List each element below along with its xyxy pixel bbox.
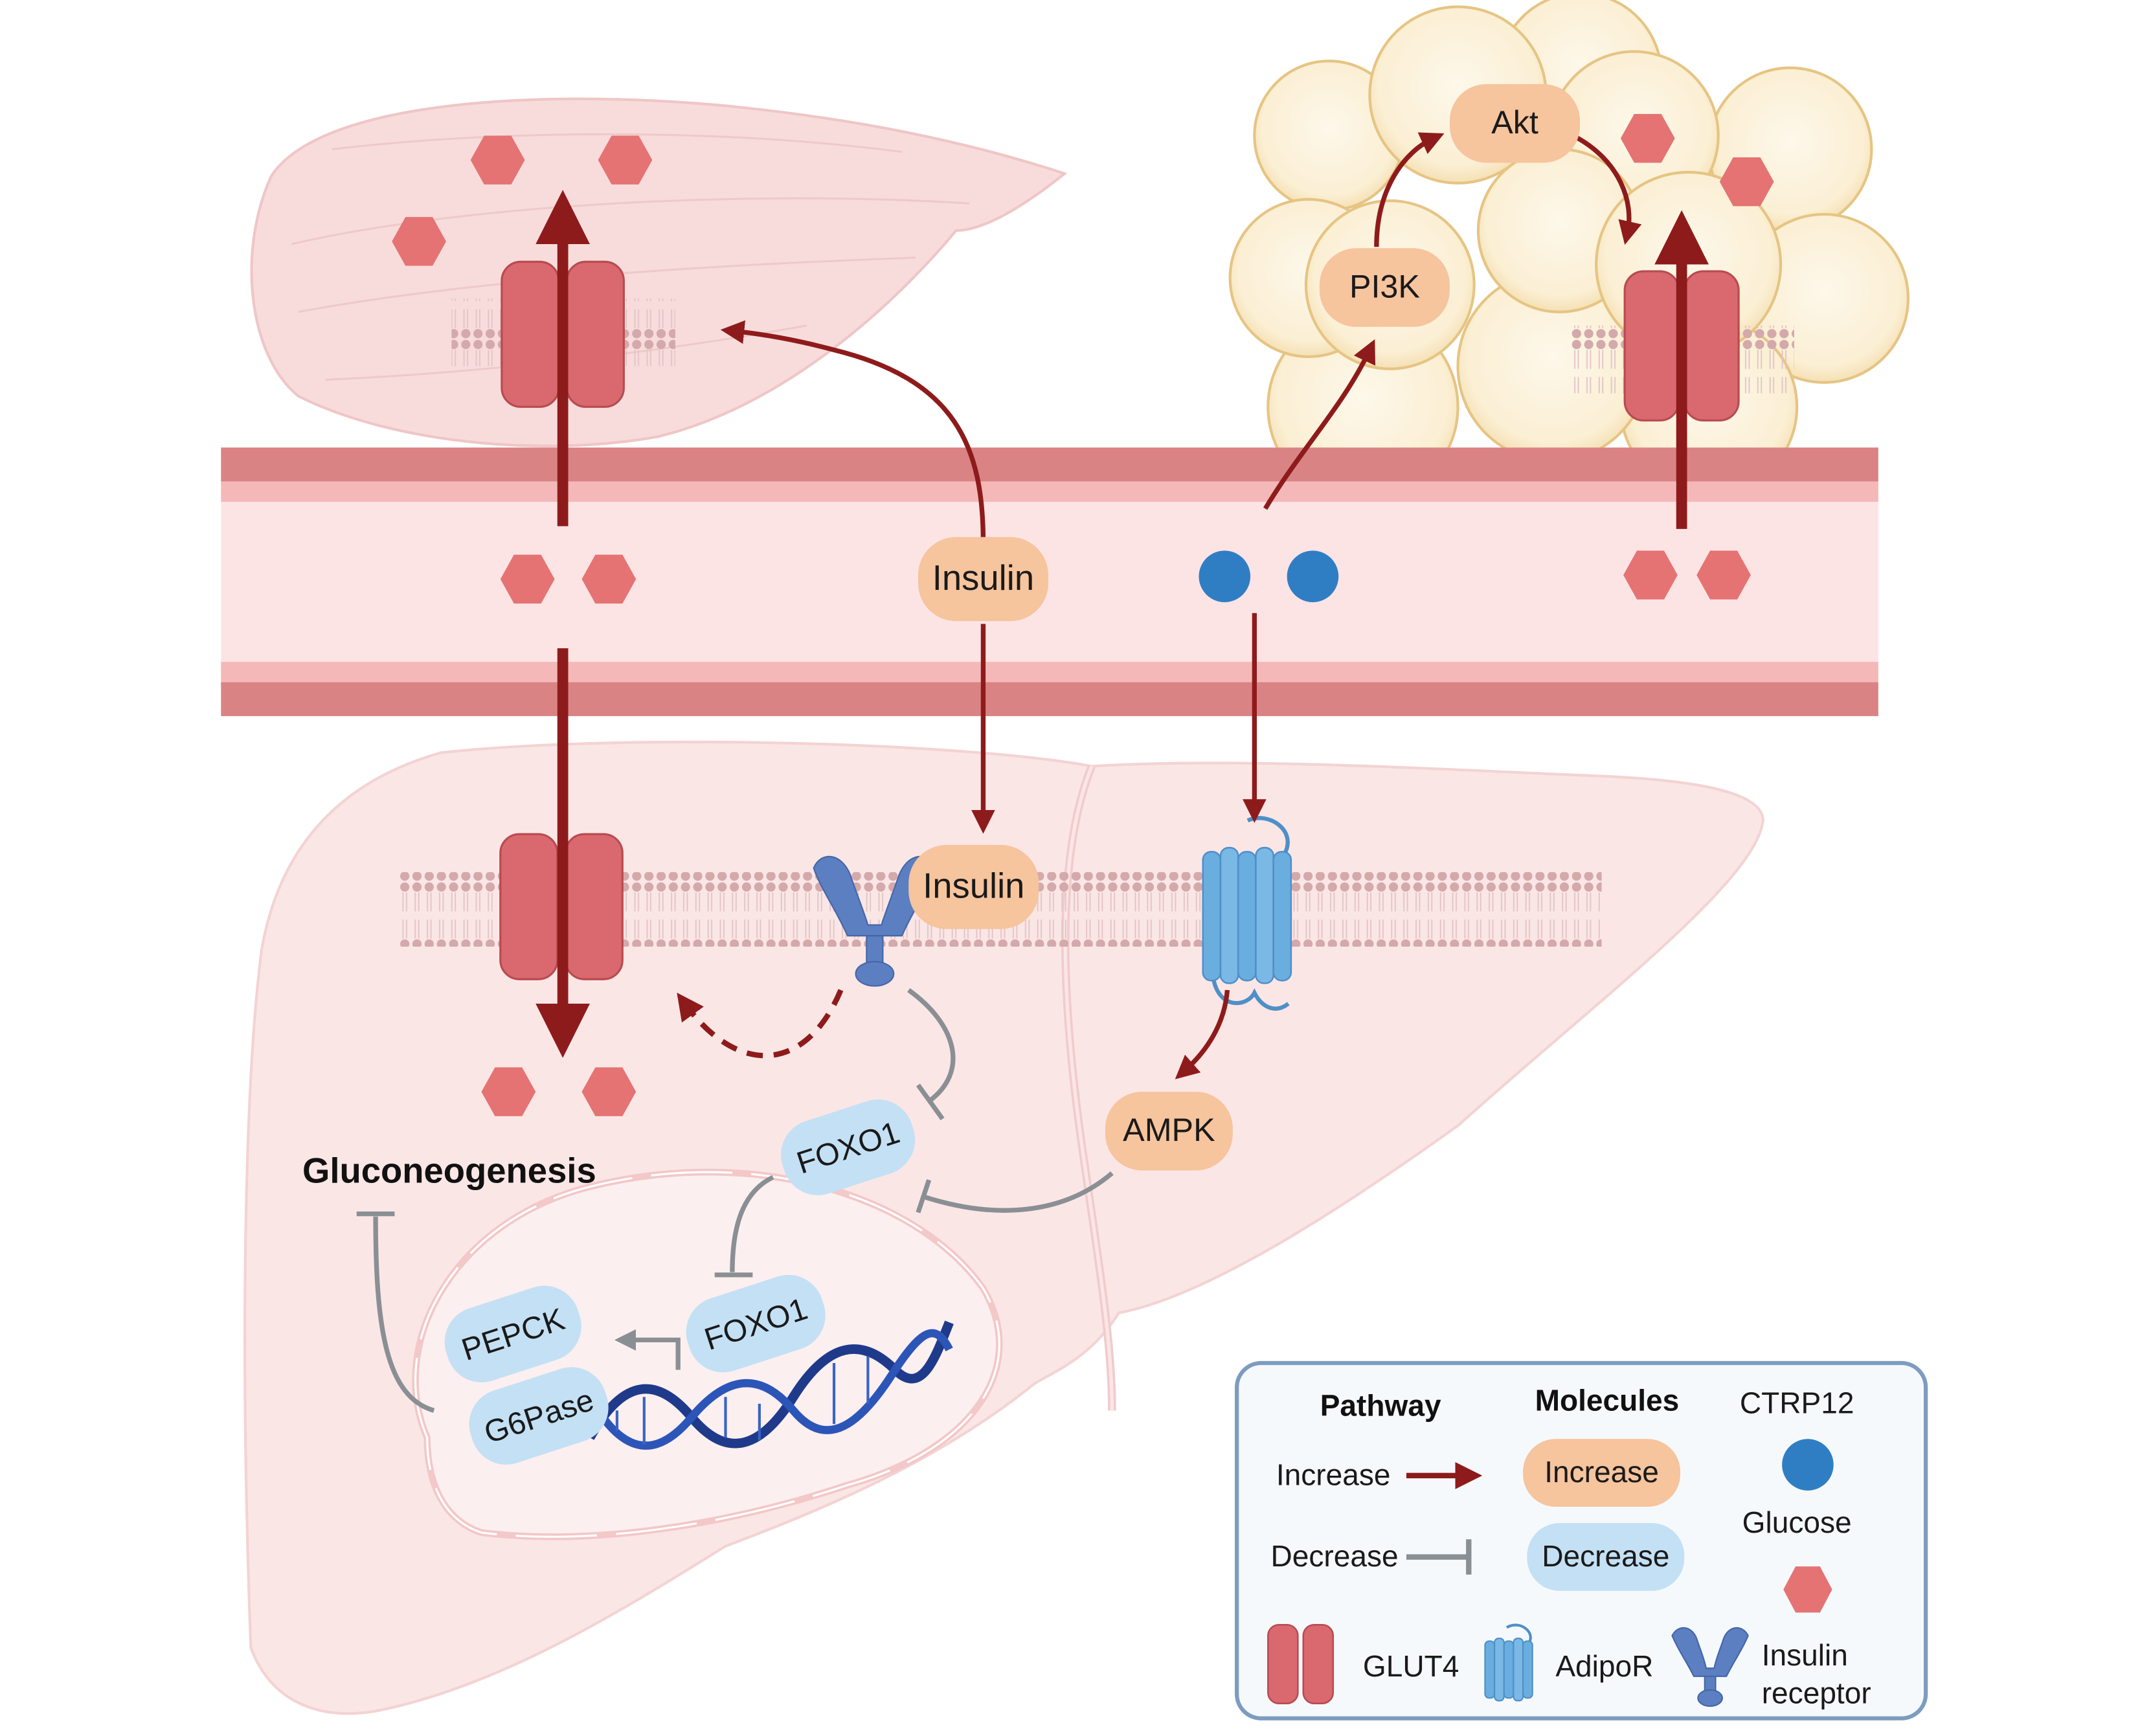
akt-label: Akt xyxy=(1491,104,1538,141)
inhibit-gluconeogenesis xyxy=(356,1211,435,1413)
legend-pathway-title: Pathway xyxy=(1320,1389,1441,1423)
pepck-pill: PEPCK xyxy=(444,1285,581,1382)
akt-pill: Akt xyxy=(1449,84,1581,163)
insulin-receptor xyxy=(813,855,937,987)
pi3k-label: PI3K xyxy=(1349,268,1420,304)
liver-glucose-1 xyxy=(481,1067,536,1116)
muscle-glucose-3 xyxy=(392,217,447,266)
arrow-akt-to-glut4 xyxy=(1571,133,1642,245)
arrow-insulin-to-muscle xyxy=(720,320,986,543)
legend-adipor-icon xyxy=(1484,1623,1533,1702)
dna-helix xyxy=(585,1320,954,1450)
muscle-glucose-2 xyxy=(598,135,653,185)
legend-increase-label: Increase xyxy=(1276,1458,1391,1492)
arrow-ctrp12-to-pi3k xyxy=(1263,339,1376,510)
legend-insulin-receptor-icon xyxy=(1671,1627,1749,1707)
legend-insulin-receptor-line1: Insulin xyxy=(1762,1638,1848,1672)
ampk-label: AMPK xyxy=(1123,1112,1215,1148)
arrow-receptor-to-glut4-dashed xyxy=(677,989,844,1059)
legend-glucose-symbol xyxy=(1783,1566,1832,1613)
ctrp12-2 xyxy=(1287,550,1339,602)
legend-increase-pill: Increase xyxy=(1523,1439,1681,1507)
legend-ctrp12-label: CTRP12 xyxy=(1740,1386,1854,1420)
vessel-glucose-group xyxy=(500,550,1751,604)
vessel-glucose-3 xyxy=(1623,550,1678,600)
legend-molecules-title: Molecules xyxy=(1535,1383,1680,1417)
arrow-pi3k-to-akt xyxy=(1374,132,1445,247)
muscle-tissue xyxy=(250,97,1068,447)
vessel-glucose-4 xyxy=(1696,550,1751,600)
legend-glut4-icon xyxy=(1267,1623,1335,1704)
adipose-tissue xyxy=(1228,0,1910,504)
insulin-bound-label: Insulin xyxy=(923,866,1024,905)
legend-decrease-pill: Decrease xyxy=(1527,1523,1685,1591)
blood-vessel xyxy=(221,447,1878,716)
ampk-pill: AMPK xyxy=(1105,1092,1233,1171)
vessel-glucose-2 xyxy=(581,554,636,604)
pi3k-pill: PI3K xyxy=(1319,248,1450,327)
arrow-foxo1-to-pepck xyxy=(614,1329,681,1370)
inhibit-receptor-foxo1 xyxy=(907,988,956,1121)
gluconeogenesis-label: Gluconeogenesis xyxy=(302,1151,596,1190)
legend-adipor-label: AdipoR xyxy=(1555,1649,1653,1683)
insulin-blood-pill: Insulin xyxy=(918,537,1048,622)
liver-glucose-group xyxy=(481,1067,636,1116)
adipose-glut4 xyxy=(1623,270,1740,422)
legend-glut4-label: GLUT4 xyxy=(1363,1649,1459,1683)
insulin-bound-pill: Insulin xyxy=(908,844,1039,929)
legend-ctrp12-symbol xyxy=(1782,1439,1834,1491)
legend-panel: Pathway Molecules CTRP12 Increase Increa… xyxy=(1234,1360,1928,1720)
inhibit-ampk-foxo1 xyxy=(916,1171,1114,1213)
g6pase-pill: G6Pase xyxy=(469,1367,609,1465)
legend-increase-pill-label: Increase xyxy=(1544,1455,1659,1489)
adipose-glucose-1 xyxy=(1620,113,1675,163)
insulin-blood-label: Insulin xyxy=(932,558,1034,598)
inhibit-foxo1-nuclear xyxy=(714,1175,774,1278)
vessel-glucose-1 xyxy=(500,554,555,604)
muscle-glucose-1 xyxy=(470,135,525,185)
adipor-receptor xyxy=(1202,816,1292,1011)
legend-decrease-label: Decrease xyxy=(1270,1539,1398,1573)
muscle-glucose-group xyxy=(392,135,653,266)
adipose-glucose-2 xyxy=(1719,157,1774,207)
ctrp12-group xyxy=(1199,550,1339,602)
foxo1-nuc-pill: FOXO1 xyxy=(686,1274,826,1373)
legend-decrease-pill-label: Decrease xyxy=(1542,1539,1669,1573)
legend-insulin-receptor-line2: receptor xyxy=(1762,1676,1871,1710)
ctrp12-1 xyxy=(1199,550,1251,602)
arrow-adipor-to-ampk xyxy=(1175,989,1230,1079)
legend-glucose-label: Glucose xyxy=(1742,1505,1852,1539)
liver-glucose-2 xyxy=(581,1067,636,1116)
foxo1-cyto-pill: FOXO1 xyxy=(781,1099,916,1195)
adipose-glucose-group xyxy=(1620,113,1774,207)
